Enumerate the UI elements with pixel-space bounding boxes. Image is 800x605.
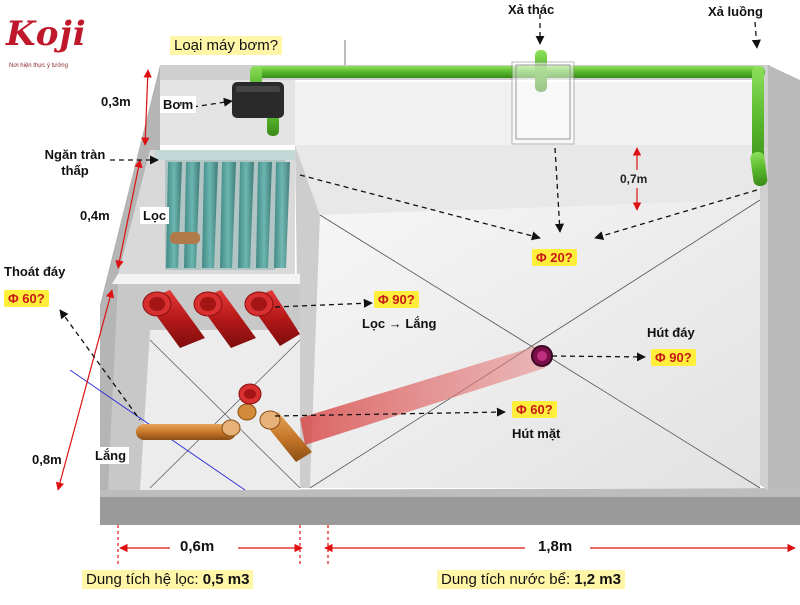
chamber-shelf bbox=[112, 274, 300, 284]
front-wall bbox=[100, 495, 800, 525]
settling-diagonal bbox=[149, 339, 301, 489]
filter-to-settling-label: Lọc → Lắng bbox=[362, 316, 437, 331]
filter-label: Lọc bbox=[140, 207, 170, 224]
red-pipe-stubs bbox=[238, 383, 262, 405]
filter-panels bbox=[155, 150, 295, 270]
filter-height-label: 0,4m bbox=[80, 208, 110, 223]
filter-capacity-label: Dung tích hệ lọc: bbox=[86, 571, 203, 588]
orange-pipes bbox=[136, 403, 312, 462]
pond-capacity-value: 1,2 m3 bbox=[574, 571, 621, 588]
koji-logo-text: Koji bbox=[6, 14, 87, 54]
pump-label: Bơm bbox=[160, 96, 197, 113]
pointer-arrows bbox=[59, 14, 761, 421]
surface-suction-size: Φ 60? bbox=[512, 401, 557, 418]
front-wall-top bbox=[100, 488, 800, 497]
pond-capacity-label: Dung tích nước bể: bbox=[441, 571, 575, 588]
red-pipes bbox=[142, 290, 300, 348]
bottom-drain-size: Φ 60? bbox=[4, 290, 49, 307]
filter-inlet-stub bbox=[170, 232, 200, 244]
bottom-drain-inner bbox=[537, 351, 547, 361]
bottom-suction-size: Φ 90? bbox=[651, 349, 696, 366]
bottom-suction-label: Hút đáy bbox=[647, 325, 695, 340]
filter-to-settling-size: Φ 90? bbox=[374, 291, 419, 308]
pond-width-label: 1,8m bbox=[538, 538, 573, 555]
pump-unit bbox=[232, 82, 284, 118]
pond-capacity-note: Dung tích nước bể: 1,2 m3 bbox=[437, 570, 625, 589]
settling-label: Lắng bbox=[92, 447, 130, 464]
dimension-lines bbox=[55, 69, 796, 565]
settling-height-label: 0,8m bbox=[32, 452, 62, 467]
main-inner-back bbox=[295, 145, 760, 215]
pump-type-question: Loại máy bơm? bbox=[170, 36, 283, 55]
filter-capacity-note: Dung tích hệ lọc: 0,5 m3 bbox=[82, 570, 254, 589]
floor-diagonal bbox=[309, 199, 761, 489]
koji-logo: Koji bbox=[6, 14, 87, 54]
right-outer-wall bbox=[768, 65, 800, 500]
logo-tagline: Nơi hiện thực ý tưởng bbox=[9, 63, 68, 69]
waterfall-box bbox=[511, 61, 575, 145]
wall-height-label: 0,7m bbox=[614, 170, 654, 188]
partition-face bbox=[295, 145, 320, 488]
outlet-pipe-size: Φ 20? bbox=[532, 249, 577, 266]
bottom-drain-label: Thoát đáy bbox=[4, 264, 66, 279]
filter-capacity-value: 0,5 m3 bbox=[202, 571, 250, 588]
low-overflow-label: Ngăn tràn thấp bbox=[44, 147, 106, 178]
stream-outlet-label: Xả luồng bbox=[708, 4, 763, 19]
filter-width-label: 0,6m bbox=[180, 538, 215, 555]
bottom-suction-pipe bbox=[300, 345, 545, 445]
waterfall-outlet-label: Xả thác bbox=[508, 2, 555, 17]
surface-suction-label: Hút mặt bbox=[512, 426, 561, 441]
pump-height-label: 0,3m bbox=[101, 94, 131, 109]
